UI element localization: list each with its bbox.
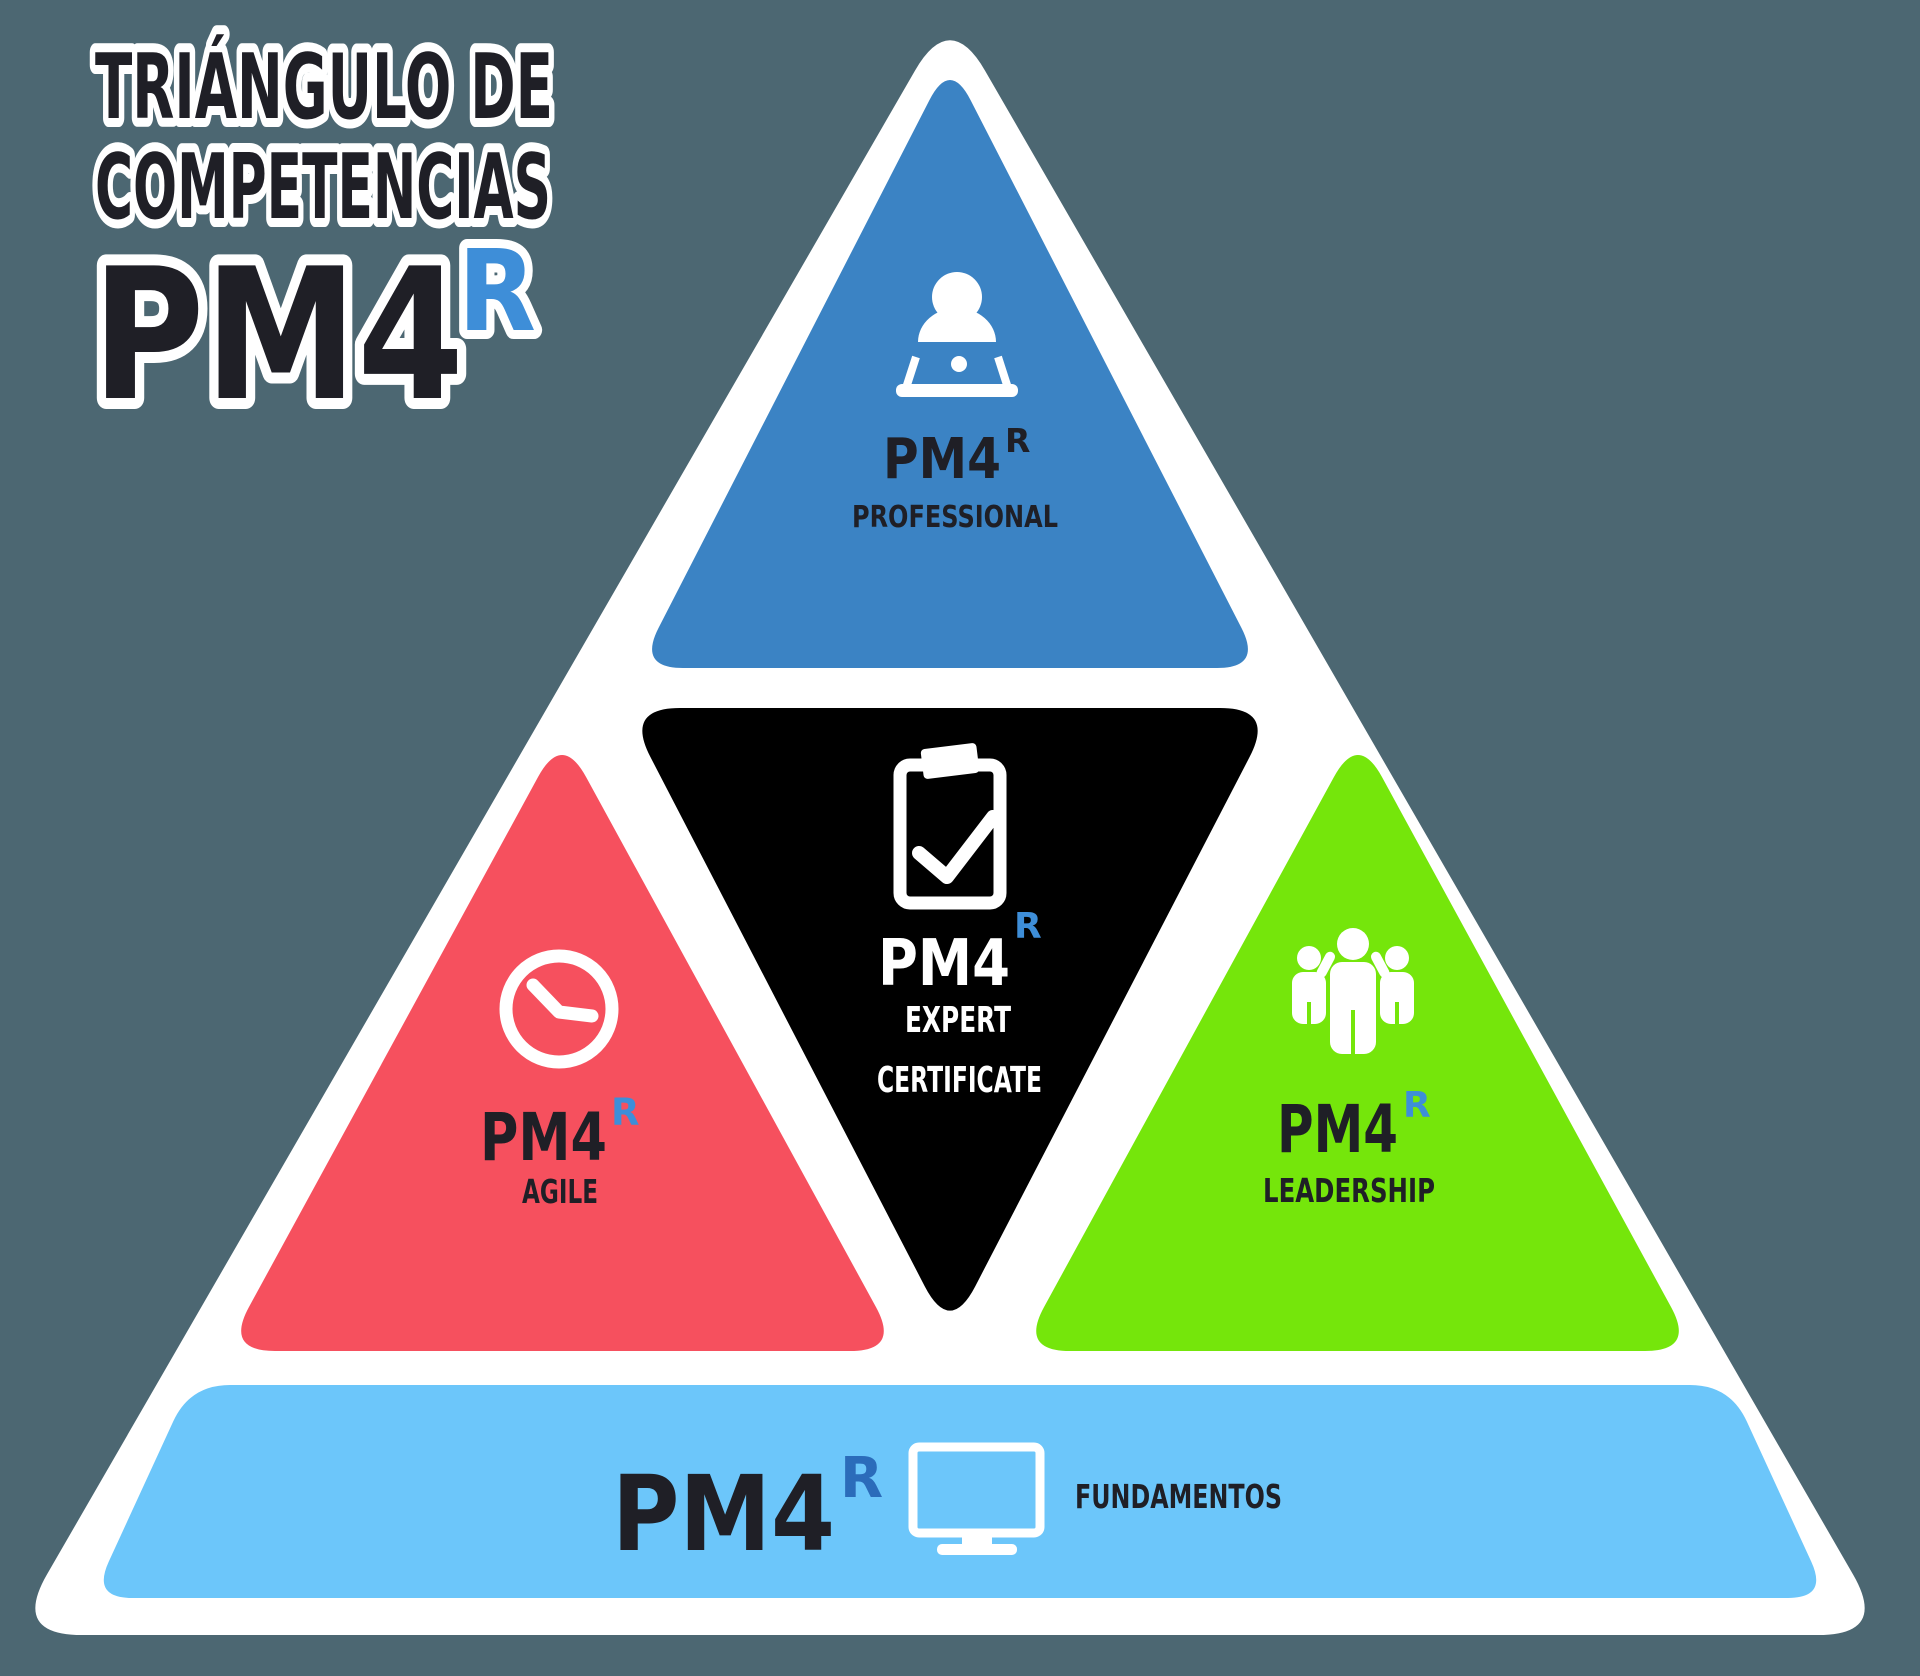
professional-triangle	[652, 80, 1248, 668]
team-icon	[1292, 928, 1414, 1056]
expert-label-line2: CERTIFICATE	[877, 1060, 1042, 1101]
leadership-brand-sup: R	[1403, 1085, 1431, 1126]
fundamentos-label: FUNDAMENTOS	[1075, 1477, 1282, 1516]
professional-brand-sup: R	[1005, 421, 1030, 460]
professional-label: PROFESSIONAL	[852, 500, 1058, 535]
agile-triangle	[241, 754, 884, 1351]
title-line-1: TRIÁNGULO DE	[95, 33, 553, 140]
clipboard-check-icon	[893, 743, 1007, 910]
leadership-label: LEADERSHIP	[1263, 1171, 1435, 1210]
fundamentos-brand: PM4	[612, 1453, 835, 1575]
title-line-2: COMPETENCIAS	[95, 135, 551, 240]
person-laptop-icon	[896, 272, 1018, 397]
agile-section: PM4 R AGILE	[480, 949, 640, 1211]
leadership-brand: PM4	[1277, 1091, 1398, 1168]
professional-brand: PM4	[883, 427, 1001, 492]
expert-brand-sup: R	[1014, 906, 1042, 947]
fundamentos-section: PM4 R FUNDAMENTOS	[612, 1442, 1282, 1575]
clock-icon	[499, 949, 619, 1069]
leadership-section: PM4 R LEADERSHIP	[1263, 928, 1435, 1210]
expert-section: PM4 R EXPERT CERTIFICATE	[877, 743, 1042, 1101]
title-block: TRIÁNGULO DE COMPETENCIAS PM4 R	[81, 24, 562, 452]
monitor-icon	[908, 1442, 1045, 1555]
agile-brand-sup: R	[611, 1091, 640, 1134]
fundamentos-brand-sup: R	[840, 1446, 883, 1511]
agile-brand: PM4	[480, 1099, 607, 1176]
professional-section: PM4 R PROFESSIONAL	[852, 272, 1058, 535]
expert-brand: PM4	[878, 927, 1010, 1001]
logo-registered-mark: R	[458, 227, 536, 357]
expert-label-line1: EXPERT	[905, 1000, 1011, 1041]
logo-wordmark: PM4	[92, 229, 464, 441]
expert-triangle	[642, 708, 1258, 1311]
agile-label: AGILE	[522, 1172, 598, 1211]
